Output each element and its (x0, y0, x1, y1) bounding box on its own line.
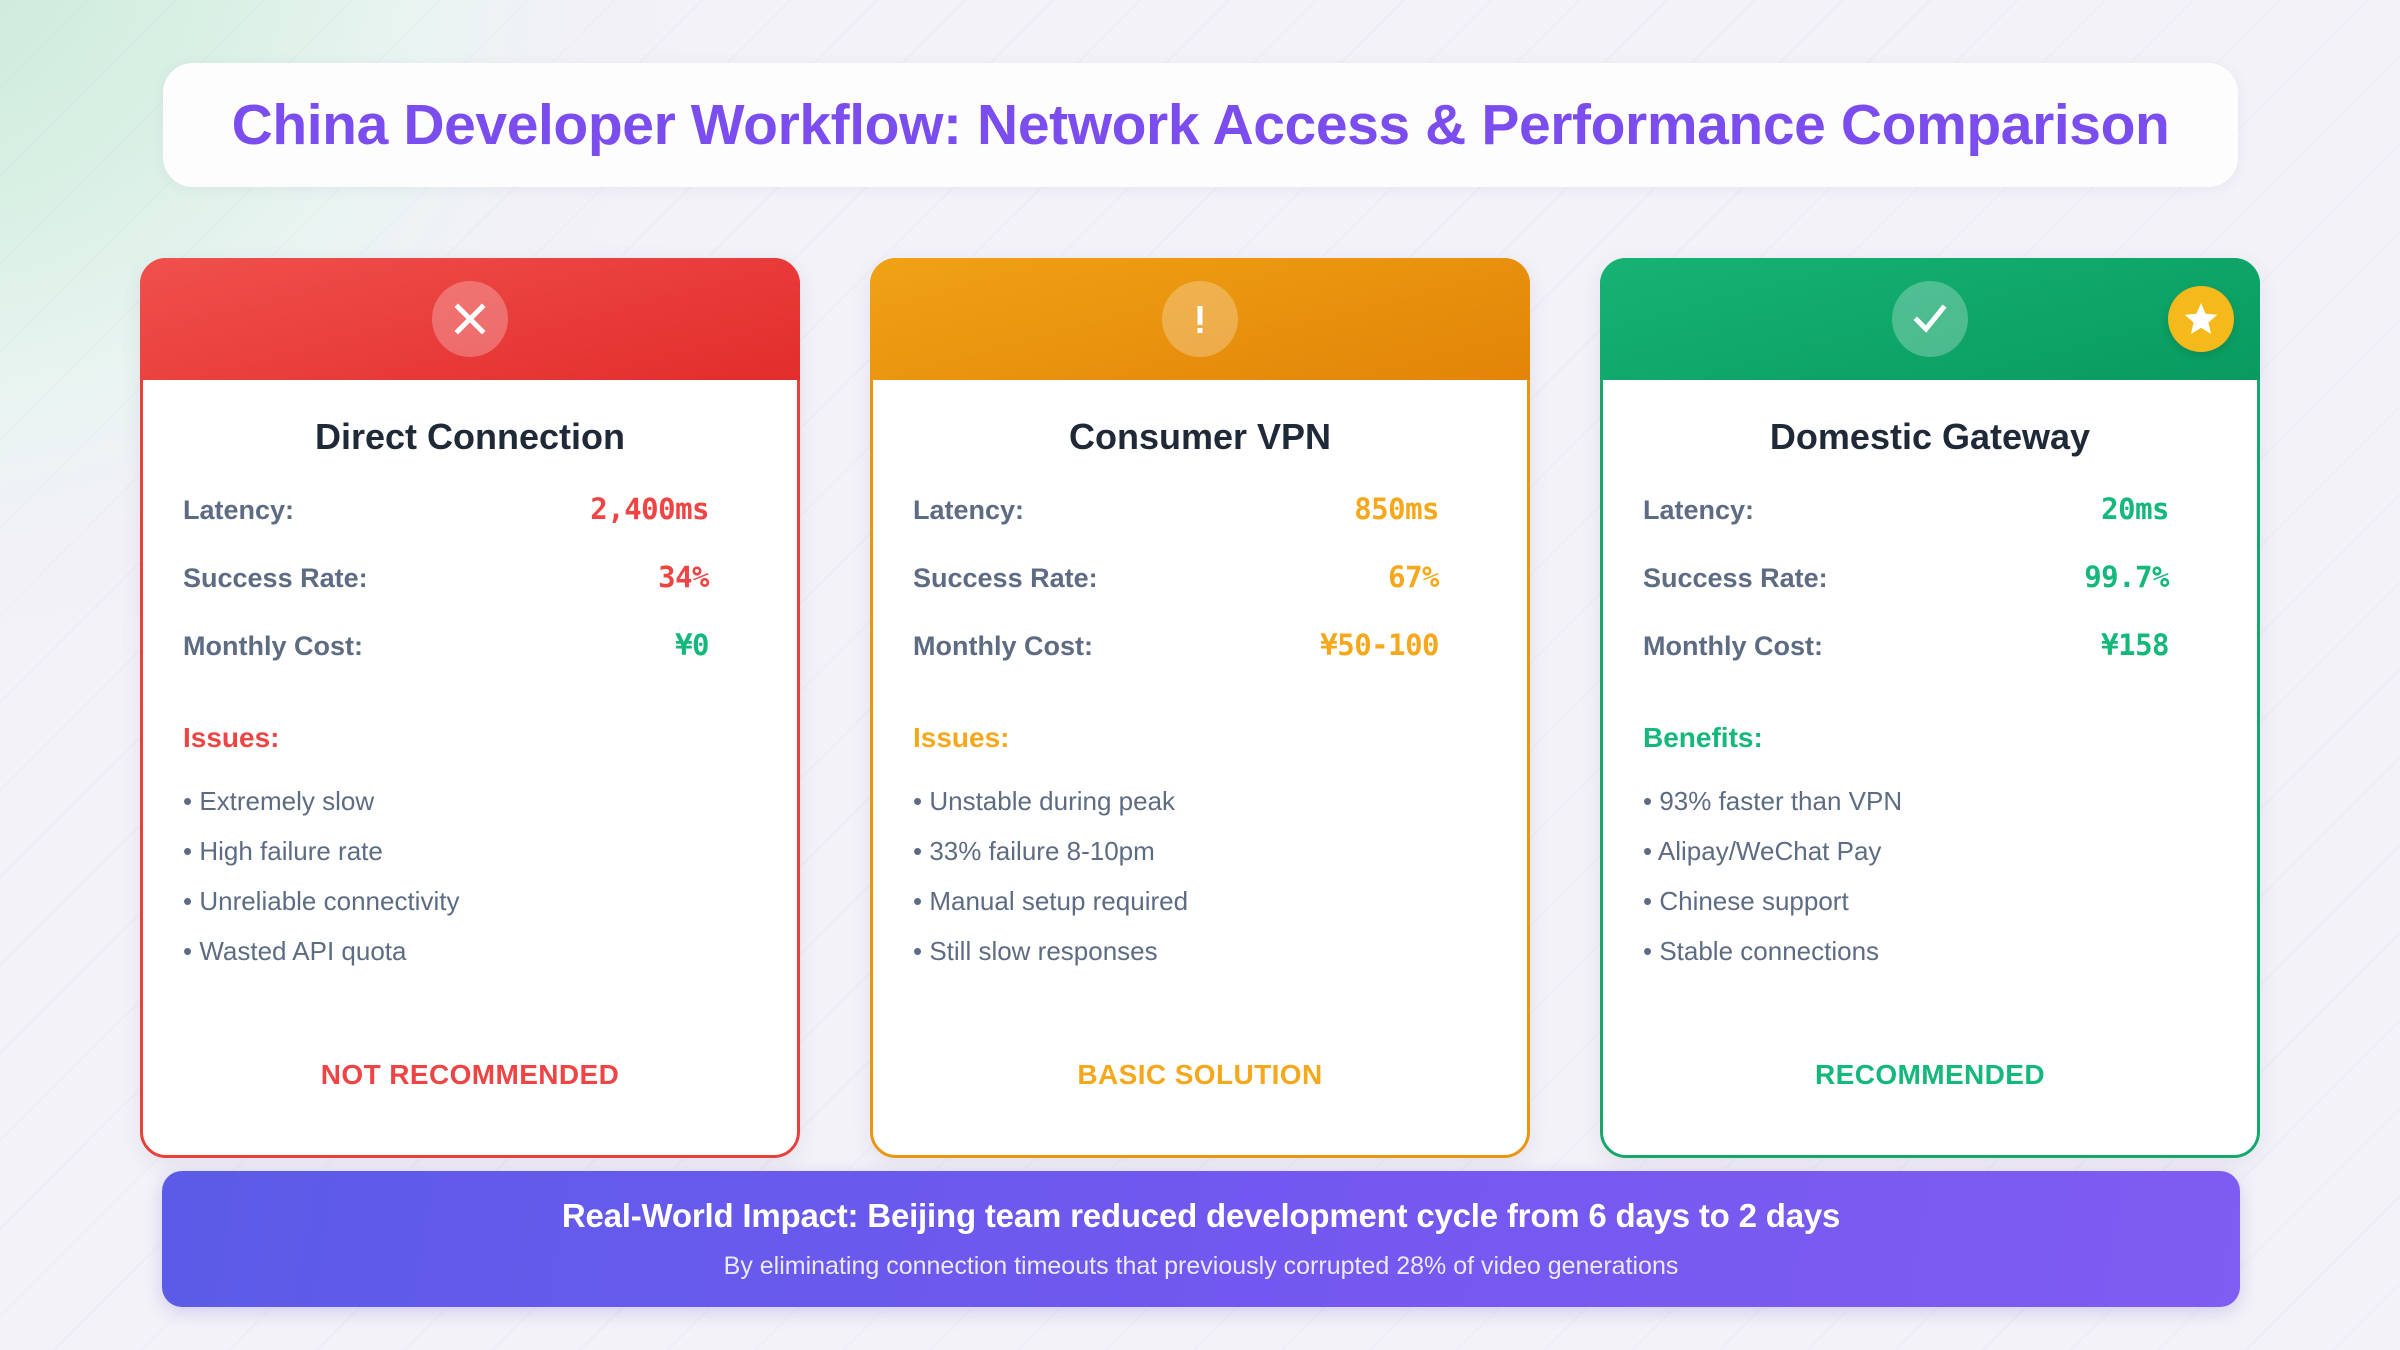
list-heading: Benefits: (1643, 722, 1763, 753)
metric-label: Monthly Cost: (183, 631, 363, 661)
metric-row-success-rate: Success Rate: 34% (183, 560, 757, 628)
metrics-list: Latency: 2,400ms Success Rate: 34% Month… (143, 492, 797, 696)
option-card-domestic-gateway[interactable]: Domestic Gateway Latency: 20ms Success R… (1600, 258, 2260, 1158)
list-item: • Extremely slow (183, 786, 375, 816)
x-mark-icon (432, 281, 508, 357)
metric-value-latency: 20ms (2101, 492, 2169, 526)
bullet-list: • Unstable during peak • 33% failure 8-1… (913, 776, 1527, 976)
recommended-star-badge (2168, 286, 2234, 352)
metric-value-monthly-cost: ¥0 (675, 628, 709, 662)
metric-label: Latency: (183, 495, 295, 525)
bullet-list: • Extremely slow • High failure rate • U… (183, 776, 797, 976)
list-heading: Issues: (913, 722, 1010, 753)
verdict-badge: RECOMMENDED (1815, 1059, 2045, 1090)
metric-row-success-rate: Success Rate: 67% (913, 560, 1487, 628)
metric-value-latency: 850ms (1354, 492, 1439, 526)
metric-value-success-rate: 67% (1388, 560, 1439, 594)
list-item: • Manual setup required (913, 886, 1189, 916)
list-item: • Chinese support (1643, 886, 1849, 916)
metric-label: Success Rate: (1643, 563, 1828, 593)
metrics-list: Latency: 850ms Success Rate: 67% Monthly… (873, 492, 1527, 696)
metric-value-success-rate: 99.7% (2084, 560, 2169, 594)
page-title: China Developer Workflow: Network Access… (231, 93, 2170, 157)
list-item: • Still slow responses (913, 936, 1158, 966)
metric-row-latency: Latency: 850ms (913, 492, 1487, 560)
list-item: • 93% faster than VPN (1643, 786, 1903, 816)
metric-label: Success Rate: (913, 563, 1098, 593)
list-item: • 33% failure 8-10pm (913, 836, 1155, 866)
metric-row-success-rate: Success Rate: 99.7% (1643, 560, 2217, 628)
metric-value-latency: 2,400ms (590, 492, 709, 526)
card-title: Direct Connection (314, 416, 626, 457)
metric-row-latency: Latency: 20ms (1643, 492, 2217, 560)
list-item: • Unstable during peak (913, 786, 1176, 816)
metrics-list: Latency: 20ms Success Rate: 99.7% Monthl… (1603, 492, 2257, 696)
metric-row-monthly-cost: Monthly Cost: ¥0 (183, 628, 757, 696)
metric-label: Latency: (913, 495, 1025, 525)
metric-label: Monthly Cost: (1643, 631, 1823, 661)
list-heading: Issues: (183, 722, 280, 753)
list-item: • Alipay/WeChat Pay (1643, 836, 1882, 866)
metric-label: Success Rate: (183, 563, 368, 593)
list-item: • High failure rate (183, 836, 383, 866)
impact-subtext: By eliminating connection timeouts that … (723, 1252, 1679, 1280)
bullet-list: • 93% faster than VPN • Alipay/WeChat Pa… (1643, 776, 2257, 976)
list-item: • Wasted API quota (183, 936, 407, 966)
card-header (870, 258, 1530, 380)
card-title: Domestic Gateway (1769, 416, 2091, 457)
metric-label: Monthly Cost: (913, 631, 1093, 661)
card-header (140, 258, 800, 380)
check-mark-icon (1892, 281, 1968, 357)
exclamation-icon (1162, 281, 1238, 357)
verdict-badge: BASIC SOLUTION (1077, 1059, 1323, 1090)
metric-value-monthly-cost: ¥50-100 (1320, 628, 1439, 662)
metric-row-monthly-cost: Monthly Cost: ¥158 (1643, 628, 2217, 696)
option-card-consumer-vpn[interactable]: Consumer VPN Latency: 850ms Success Rate… (870, 258, 1530, 1158)
metric-value-success-rate: 34% (658, 560, 709, 594)
metric-label: Latency: (1643, 495, 1755, 525)
star-icon (2184, 303, 2218, 334)
impact-banner: Real-World Impact: Beijing team reduced … (162, 1171, 2240, 1307)
option-card-direct-connection[interactable]: Direct Connection Latency: 2,400ms Succe… (140, 258, 800, 1158)
page-title-bar: China Developer Workflow: Network Access… (163, 63, 2238, 187)
impact-headline: Real-World Impact: Beijing team reduced … (561, 1197, 1841, 1234)
list-item: • Unreliable connectivity (183, 886, 460, 916)
metric-row-monthly-cost: Monthly Cost: ¥50-100 (913, 628, 1487, 696)
card-header (1600, 258, 2260, 380)
metric-value-monthly-cost: ¥158 (2101, 628, 2169, 662)
card-title: Consumer VPN (1068, 416, 1332, 457)
metric-row-latency: Latency: 2,400ms (183, 492, 757, 560)
verdict-badge: NOT RECOMMENDED (320, 1059, 620, 1090)
list-item: • Stable connections (1643, 936, 1880, 966)
